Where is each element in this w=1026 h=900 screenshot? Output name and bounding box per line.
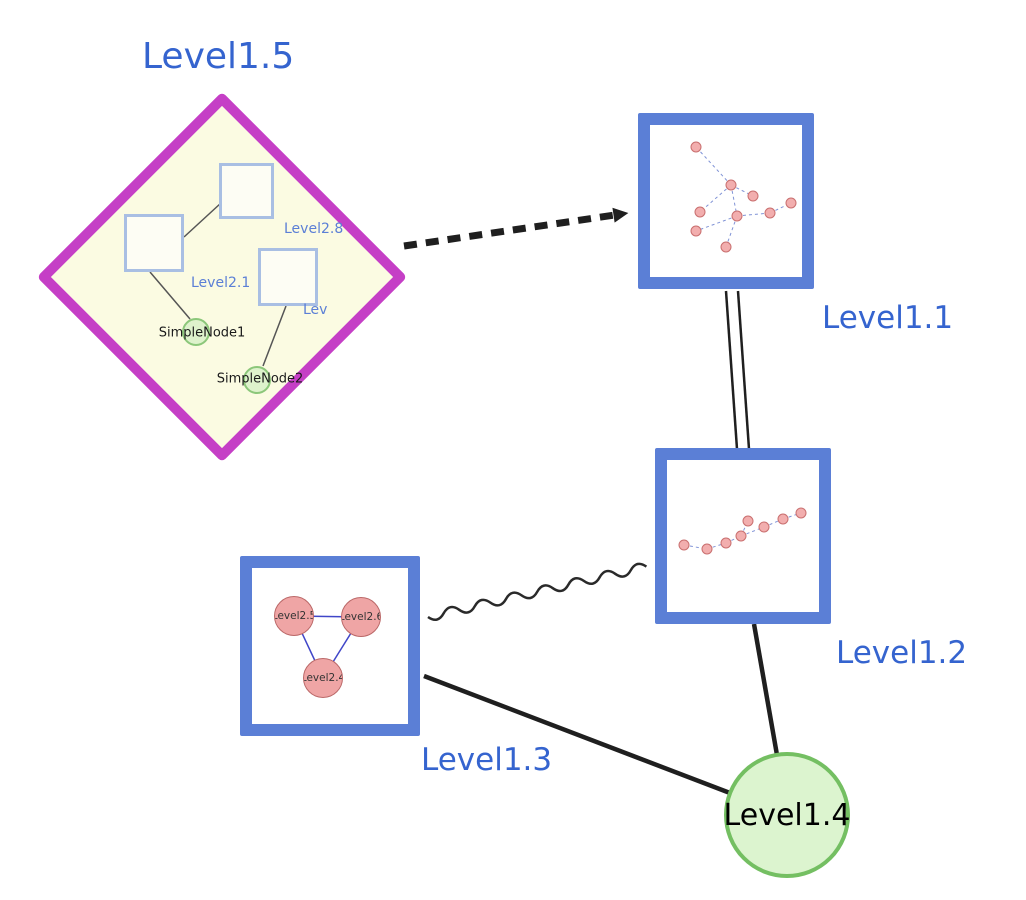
label-level2-6: Level2.6 bbox=[341, 611, 381, 623]
label-level1-5: Level1.5 bbox=[142, 36, 295, 77]
node-level2-5-circle[interactable]: Level2.5 bbox=[274, 596, 314, 636]
mini-node-circle[interactable] bbox=[694, 206, 706, 218]
label-level1-3: Level1.3 bbox=[421, 742, 553, 778]
label-level2-1: Level2.1 bbox=[191, 275, 251, 291]
label-level1-4: Level1.4 bbox=[723, 797, 851, 833]
edge-level13-level12-wavy bbox=[427, 562, 648, 622]
mini-edge bbox=[695, 146, 732, 186]
level1-2-subgraph bbox=[678, 507, 807, 555]
edge-level11-level12-line1 bbox=[724, 290, 739, 450]
mini-node-circle[interactable] bbox=[678, 539, 690, 551]
level1-3-subgraph-edges bbox=[293, 615, 362, 679]
mini-node-circle[interactable] bbox=[735, 530, 747, 542]
node-level2-8-square[interactable] bbox=[219, 163, 274, 219]
node-level1-1-box[interactable] bbox=[638, 113, 814, 289]
mini-node-circle[interactable] bbox=[690, 141, 702, 153]
mini-node-circle[interactable] bbox=[747, 190, 759, 202]
edge-level12-level14 bbox=[751, 623, 780, 756]
mini-node-circle[interactable] bbox=[731, 210, 743, 222]
mini-node-circle[interactable] bbox=[758, 521, 770, 533]
label-level1-1: Level1.1 bbox=[822, 300, 954, 336]
node-level1-4-circle[interactable]: Level1.4 bbox=[724, 752, 850, 878]
node-level2-4-circle[interactable]: Level2.4 bbox=[303, 658, 343, 698]
edge-level15-level11-dashed-arrow bbox=[403, 207, 629, 250]
label-simplenode1: SimpleNode1 bbox=[158, 325, 246, 341]
mini-node-circle[interactable] bbox=[795, 507, 807, 519]
node-simplenode2-circle[interactable] bbox=[243, 366, 271, 394]
mini-node-circle[interactable] bbox=[764, 207, 776, 219]
mini-edge bbox=[695, 215, 738, 232]
node-level2-1-square[interactable] bbox=[124, 214, 184, 272]
node-level2-truncated-square[interactable] bbox=[258, 248, 318, 306]
mini-edge bbox=[699, 184, 732, 213]
mini-node-circle[interactable] bbox=[720, 537, 732, 549]
node-simplenode1-circle[interactable] bbox=[182, 318, 210, 346]
node-level1-3-box[interactable]: Level2.5 Level2.6 Level2.4 bbox=[240, 556, 420, 736]
mini-node-circle[interactable] bbox=[785, 197, 797, 209]
mini-node-circle[interactable] bbox=[777, 513, 789, 525]
label-level2-5: Level2.5 bbox=[274, 610, 314, 622]
edge-level11-level12-line2 bbox=[736, 290, 751, 450]
node-level2-6-circle[interactable]: Level2.6 bbox=[341, 597, 381, 637]
level1-1-subgraph bbox=[690, 141, 797, 253]
mini-node-circle[interactable] bbox=[725, 179, 737, 191]
node-level1-2-box[interactable] bbox=[655, 448, 831, 624]
label-level2-8: Level2.8 bbox=[284, 221, 344, 237]
mini-node-circle[interactable] bbox=[701, 543, 713, 555]
label-level1-2: Level1.2 bbox=[836, 635, 968, 671]
label-level2-4: Level2.4 bbox=[303, 672, 343, 684]
mini-node-circle[interactable] bbox=[742, 515, 754, 527]
mini-node-circle[interactable] bbox=[690, 225, 702, 237]
mini-node-circle[interactable] bbox=[720, 241, 732, 253]
label-simplenode2: SimpleNode2 bbox=[216, 371, 304, 387]
label-level2-truncated: Lev bbox=[303, 302, 328, 318]
